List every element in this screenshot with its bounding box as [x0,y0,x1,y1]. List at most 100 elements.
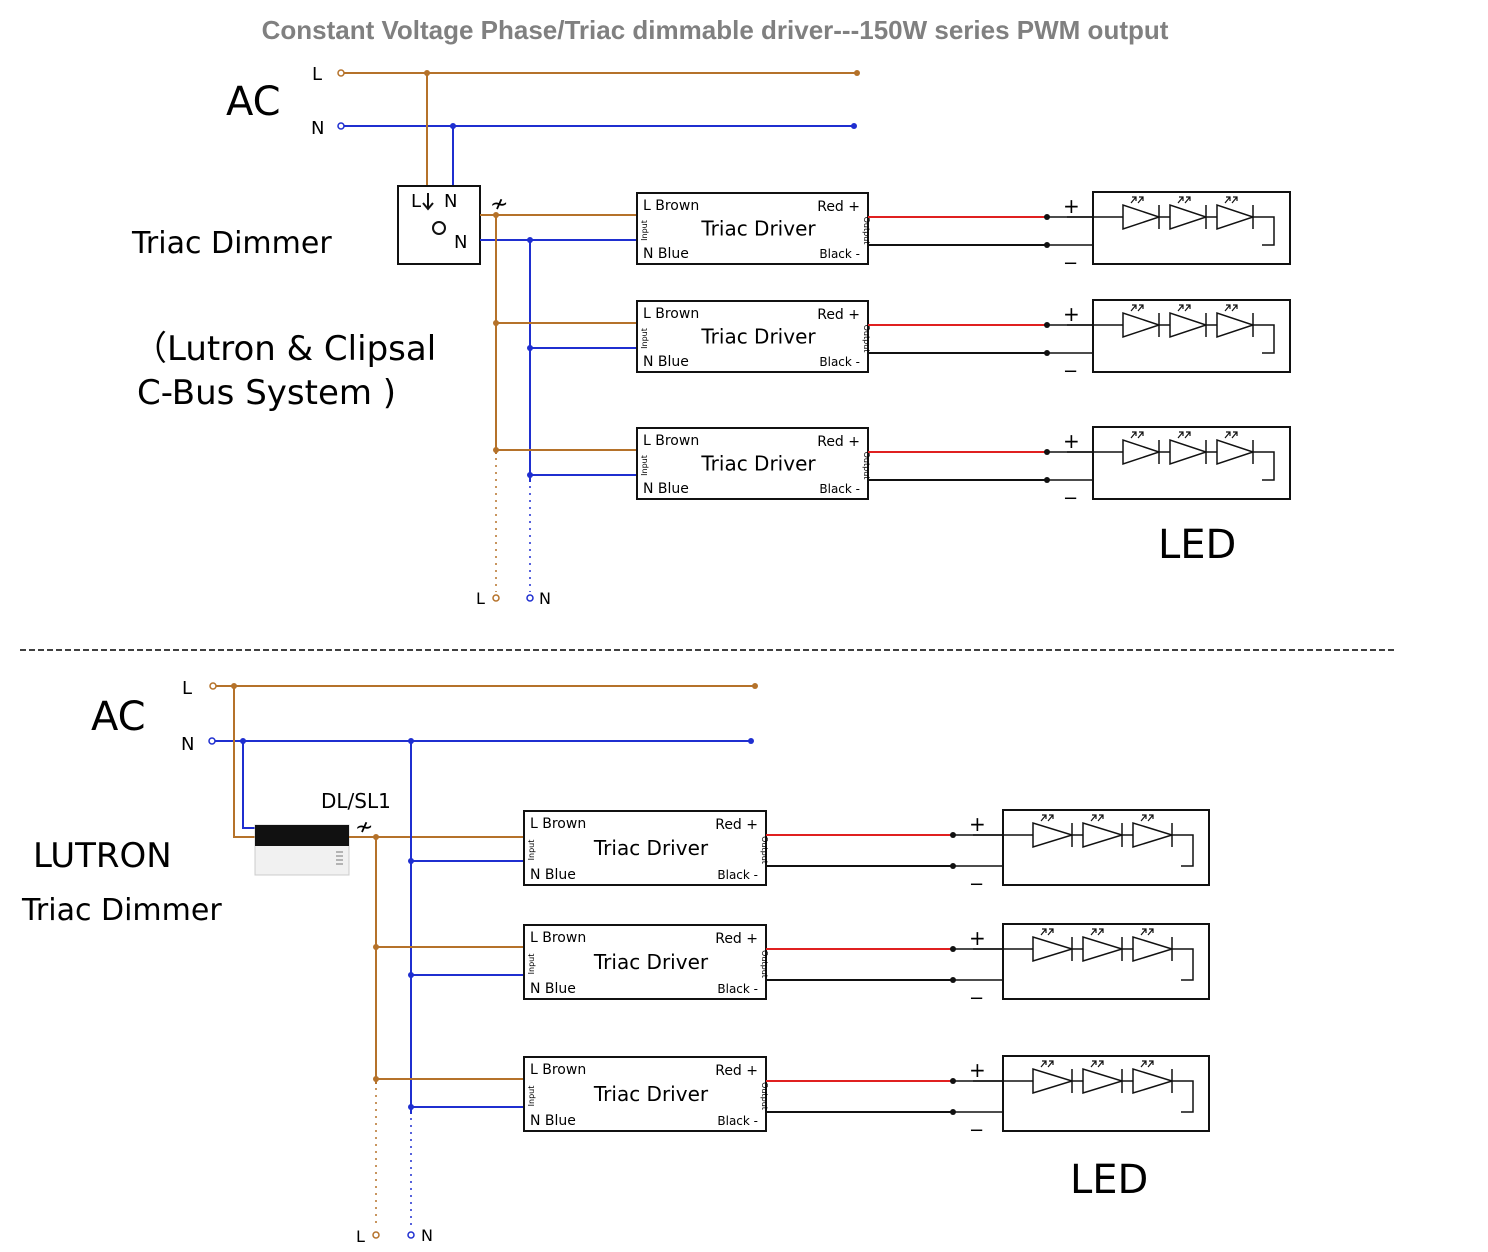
led-plus-label: + [969,812,986,836]
bottom-l-label: L [182,678,192,699]
triac-driver-box [636,300,869,373]
led-diode-icon [1169,304,1209,339]
led-strip-box [1002,809,1210,886]
driver-black-minus-label: Black - [717,868,758,882]
dimmer-box-n-label: N [444,191,457,212]
live-junction-dot [493,320,499,326]
dimmer-symbol-icon: ≁ [355,815,373,840]
driver-l-brown-label: L Brown [643,198,699,214]
driver-l-brown-label: L Brown [530,1062,586,1078]
top-dimmer-subtitle-line2: C-Bus System ) [137,373,396,413]
led-plus-label: + [1063,302,1080,326]
driver-name-label: Triac Driver [593,950,709,974]
driver-black-minus-label: Black - [819,482,860,496]
led-diode-icon [1169,431,1209,466]
neutral-junction-dot [527,472,533,478]
top-triac-dimmer-box: L N N [397,185,481,265]
top-ac-neutral-bus [337,122,857,130]
neutral-junction-dot [527,345,533,351]
driver-name-label: Triac Driver [700,452,816,476]
dimmer-box-l-label: L [411,191,421,212]
led-plus-label: + [969,1058,986,1082]
led-plus-label: + [1063,194,1080,218]
led-diode-icon [1082,814,1125,849]
diagram-title: Constant Voltage Phase/Triac dimmable dr… [262,15,1169,45]
top-led-label: LED [1158,522,1236,568]
live-junction-dot [493,447,499,453]
top-l-label: L [312,64,322,85]
driver-l-brown-label: L Brown [530,930,586,946]
led-diode-icon [1122,431,1162,466]
driver-output-label: Output [862,452,871,480]
driver-name-label: Triac Driver [593,1082,709,1106]
top-n-label: N [311,118,324,139]
bottom-end-n-label: N [421,1226,433,1245]
led-plus-label: + [969,926,986,950]
driver-n-blue-label: N Blue [643,354,689,370]
led-minus-label: − [969,988,984,1009]
driver-input-label: Input [527,954,536,975]
triac-driver-box [523,810,767,886]
top-end-l-label: L [476,589,485,608]
top-dimmer-title: Triac Dimmer [131,226,332,261]
led-diode-icon [1122,304,1162,339]
driver-red-plus-label: Red + [817,434,860,450]
live-junction-dot [373,1076,379,1082]
driver-input-label: Input [527,1086,536,1107]
bottom-end-l-label: L [356,1227,365,1246]
driver-black-minus-label: Black - [717,1114,758,1128]
led-strip-box [1092,299,1291,373]
led-diode-icon [1032,928,1075,963]
top-ac-label: AC [226,79,281,125]
driver-l-brown-label: L Brown [643,306,699,322]
led-diode-icon [1169,196,1209,231]
bottom-dimmer-title-line2: Triac Dimmer [21,893,222,928]
driver-n-blue-label: N Blue [530,981,576,997]
triac-driver-box [636,427,869,500]
led-minus-label: − [969,1120,984,1141]
led-minus-label: − [1063,253,1078,274]
top-section: AC L N L N N ≁ Triac Dimmer （Lutr [131,64,1236,608]
driver-input-label: Input [640,220,649,241]
driver-output-label: Output [862,217,871,245]
led-diode-icon [1216,196,1256,231]
driver-black-minus-label: Black - [819,355,860,369]
triac-driver-box [523,924,767,1000]
dimmer-model-label: DL/SL1 [321,789,391,813]
led-diode-icon [1216,304,1256,339]
driver-name-label: Triac Driver [593,836,709,860]
driver-input-label: Input [640,328,649,349]
driver-n-blue-label: N Blue [643,246,689,262]
bottom-dimmer-title-line1: LUTRON [33,836,172,876]
top-dimmer-subtitle-line1: （Lutron & Clipsal [133,329,436,369]
top-ac-live-bus [337,69,860,77]
driver-n-blue-label: N Blue [643,481,689,497]
bottom-ac-neutral-bus [208,737,754,745]
bottom-n-label: N [181,734,194,755]
driver-input-label: Input [527,840,536,861]
led-diode-icon [1122,196,1162,231]
dimmer-symbol-icon: ≁ [490,192,508,217]
driver-n-blue-label: N Blue [530,867,576,883]
bottom-led-label: LED [1070,1157,1148,1203]
driver-red-plus-label: Red + [715,931,758,947]
arrow-down-icon [422,193,434,211]
bottom-ac-label: AC [91,694,146,740]
driver-input-label: Input [640,455,649,476]
driver-red-plus-label: Red + [715,1063,758,1079]
bottom-ac-live-bus [209,682,758,690]
triac-driver-box [636,192,869,265]
triac-driver-box [523,1056,767,1132]
driver-output-label: Output [862,325,871,353]
live-junction-dot [373,944,379,950]
led-plus-label: + [1063,429,1080,453]
led-diode-icon [1132,928,1175,963]
